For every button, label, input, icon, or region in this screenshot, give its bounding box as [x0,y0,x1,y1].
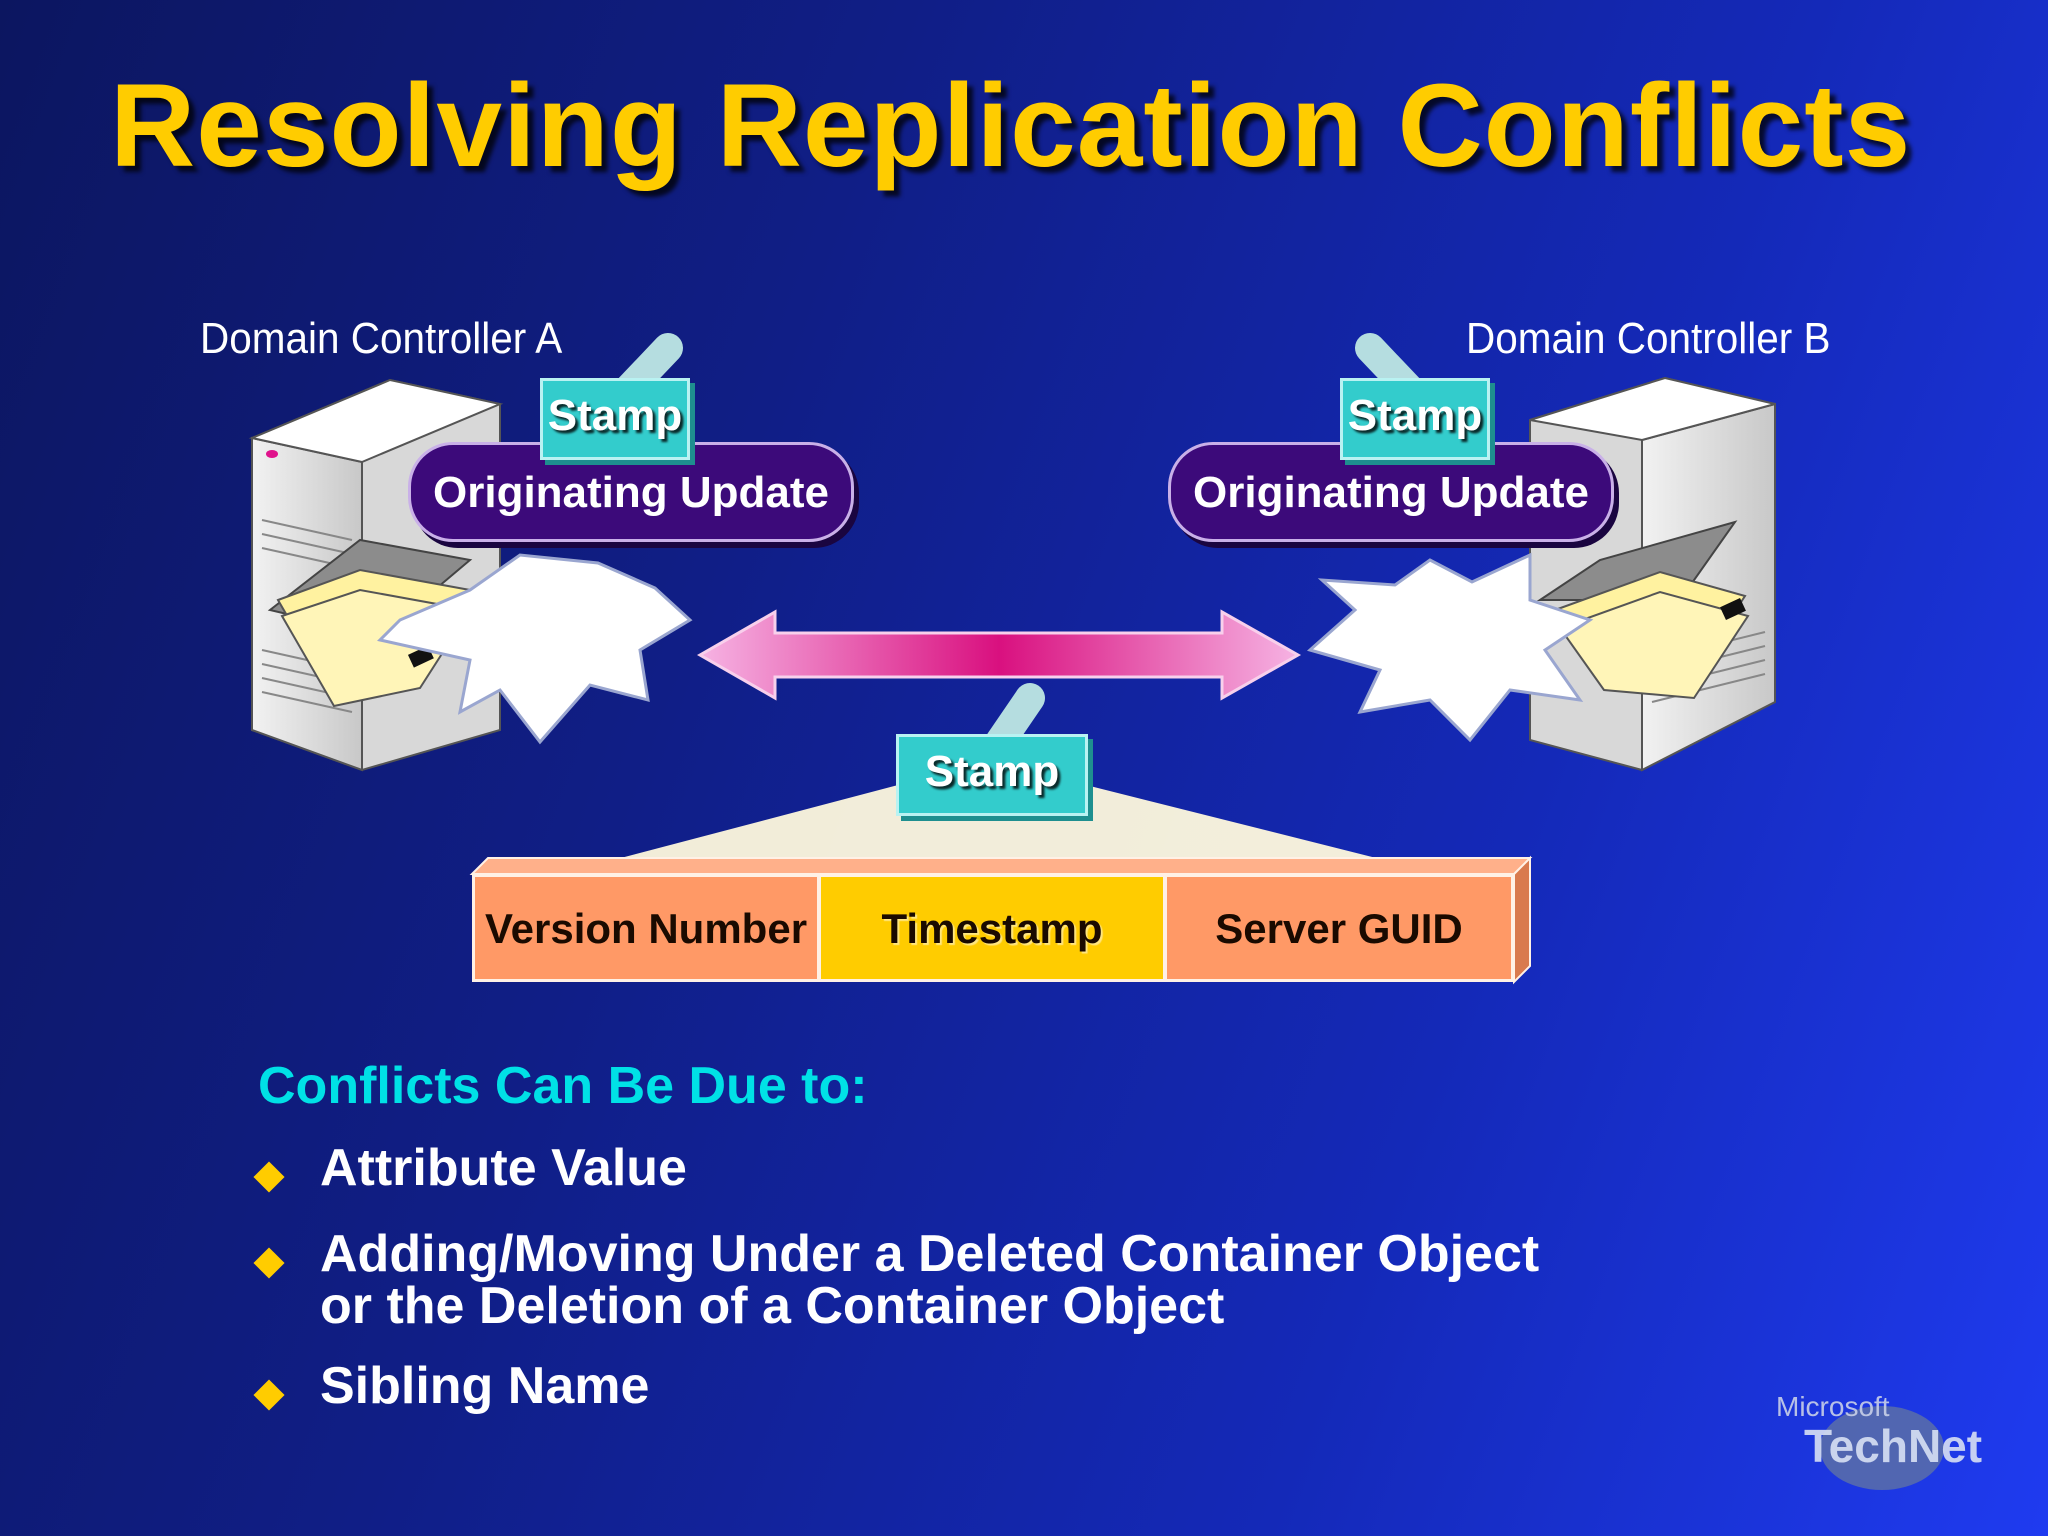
list-item: Adding/Moving Under a Deleted Container … [253,1225,1540,1335]
conflicts-heading: Conflicts Can Be Due to: [258,1057,868,1115]
field-version-number: Version Number [472,874,820,982]
server-b-icon [1529,376,1776,772]
slide-title: Resolving Replication Conflicts [110,60,1912,192]
domain-controller-a-label: Domain Controller A [200,314,563,363]
field-server-guid: Server GUID [1164,874,1514,982]
conflict-burst-right-icon [1306,552,1594,743]
bullet-text: Adding/Moving Under a Deleted Container … [320,1225,1540,1283]
bullet-text-continued: or the Deletion of a Container Object [320,1277,1225,1335]
bullet-diamond-icon [253,1247,285,1279]
list-item: Attribute Value [253,1139,687,1197]
stamp-expansion-fan [560,784,1440,874]
microsoft-technet-logo: Microsoft TechNet [1752,1376,2002,1496]
svg-text:TechNet: TechNet [1804,1420,1982,1472]
stamp-center: Stamp [896,734,1088,816]
bullet-diamond-icon [253,1379,285,1411]
bullet-text: Attribute Value [320,1139,687,1197]
stamp-a: Stamp [540,378,690,460]
bullet-diamond-icon [253,1161,285,1193]
domain-controller-b-label: Domain Controller B [1466,314,1831,363]
conflict-burst-left-icon [377,553,693,745]
svg-text:Microsoft: Microsoft [1776,1391,1890,1422]
field-timestamp: Timestamp [818,874,1166,982]
bullet-text: Sibling Name [320,1357,650,1415]
stamp-b: Stamp [1340,378,1490,460]
list-item: Sibling Name [253,1357,650,1415]
replication-double-arrow [696,609,1302,701]
